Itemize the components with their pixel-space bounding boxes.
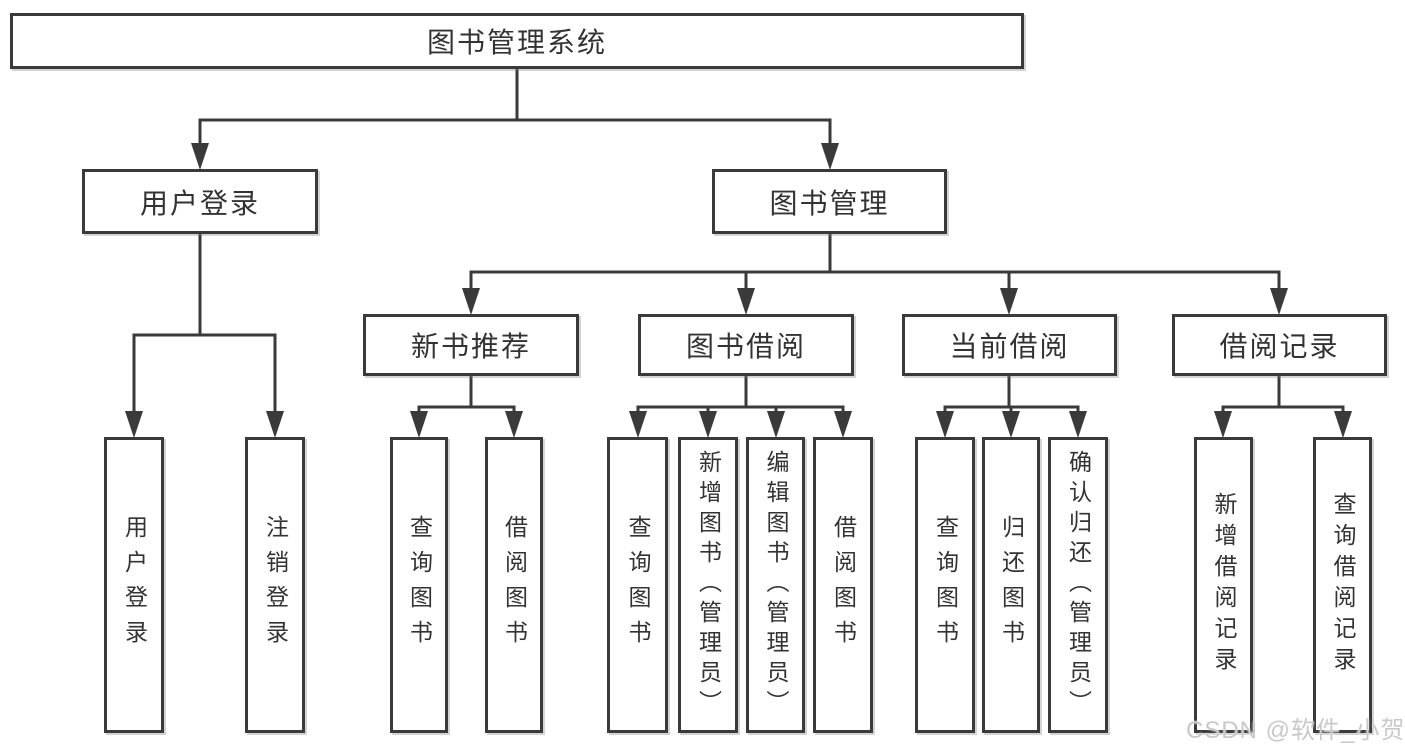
node-bb-borrow-books: 借阅图书 <box>813 437 873 733</box>
node-nb-borrow-books: 借阅图书 <box>485 437 543 733</box>
node-user-login-leaf: 用户登录 <box>104 437 164 733</box>
node-label: 注销登录 <box>262 515 289 655</box>
node-br-query-record: 查询借阅记录 <box>1313 437 1372 733</box>
node-nb-query-books: 查询图书 <box>390 437 448 733</box>
node-user-login: 用户登录 <box>82 169 318 234</box>
node-logout-leaf: 注销登录 <box>245 437 305 733</box>
node-label: 图书借阅 <box>685 331 806 362</box>
node-new-book-recommend: 新书推荐 <box>363 314 579 376</box>
node-label: 新增图书（管理员） <box>695 450 722 720</box>
node-label: 图书管理 <box>769 187 890 219</box>
node-bb-add-books-admin: 新增图书（管理员） <box>678 437 738 733</box>
node-br-add-record: 新增借阅记录 <box>1194 437 1253 733</box>
node-bb-edit-books-admin: 编辑图书（管理员） <box>746 437 805 733</box>
node-bb-query-books: 查询图书 <box>607 437 668 733</box>
node-label: 查询图书 <box>406 515 433 655</box>
node-cb-return-books: 归还图书 <box>982 437 1040 733</box>
node-borrowing-records: 借阅记录 <box>1172 314 1387 376</box>
node-label: 借阅记录 <box>1219 331 1340 362</box>
node-label: 用户登录 <box>139 187 260 219</box>
node-label: 借阅图书 <box>830 515 857 655</box>
node-label: 新书推荐 <box>410 331 531 362</box>
node-label: 当前借阅 <box>949 331 1070 362</box>
arrowheads <box>125 143 1352 438</box>
node-current-borrowing: 当前借阅 <box>902 314 1117 376</box>
node-label: 确认归还（管理员） <box>1065 450 1092 720</box>
node-label: 编辑图书（管理员） <box>763 450 789 720</box>
node-label: 归还图书 <box>998 515 1025 655</box>
watermark: CSDN @软件_小贺同学 <box>1186 717 1405 744</box>
node-label: 查询借阅记录 <box>1330 492 1356 678</box>
node-book-management: 图书管理 <box>712 169 947 234</box>
node-label: 查询图书 <box>932 515 959 655</box>
node-label: 用户登录 <box>121 515 148 655</box>
node-book-borrowing: 图书借阅 <box>638 314 854 376</box>
node-cb-query-books: 查询图书 <box>915 437 975 733</box>
node-cb-confirm-return: 确认归还（管理员） <box>1048 437 1108 733</box>
node-label: 查询图书 <box>625 515 651 655</box>
node-label: 新增借阅记录 <box>1211 492 1237 678</box>
node-root-system: 图书管理系统 <box>10 13 1024 69</box>
node-label: 图书管理系统 <box>426 27 607 58</box>
node-label: 借阅图书 <box>501 515 528 655</box>
